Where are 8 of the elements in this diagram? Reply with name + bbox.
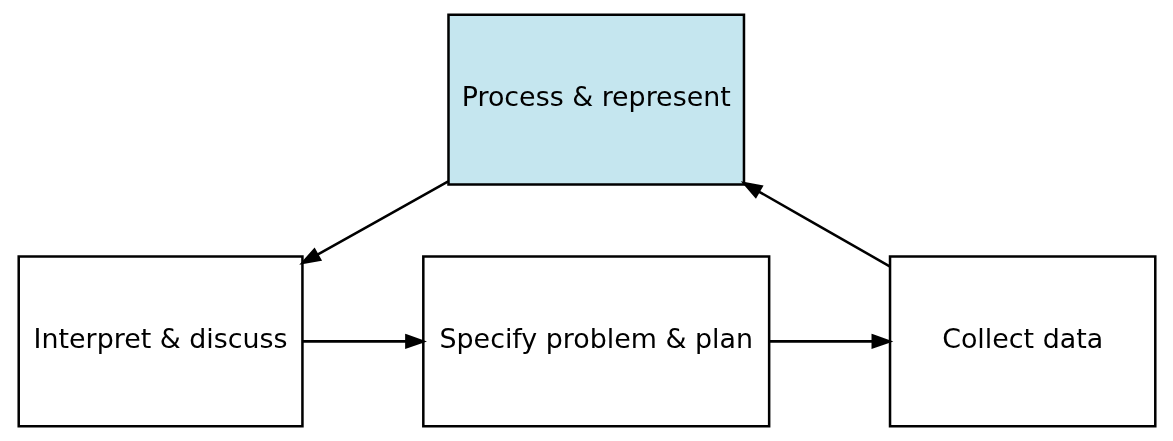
- node-box: Process & represent: [446, 13, 745, 186]
- arrow: [302, 333, 427, 350]
- arrow: [768, 333, 893, 350]
- arrow: [298, 180, 449, 265]
- node-box: Collect data: [888, 255, 1157, 428]
- node-box: Interpret & discuss: [16, 255, 304, 428]
- arrow: [740, 181, 890, 268]
- node-box: Specify problem & plan: [421, 255, 770, 428]
